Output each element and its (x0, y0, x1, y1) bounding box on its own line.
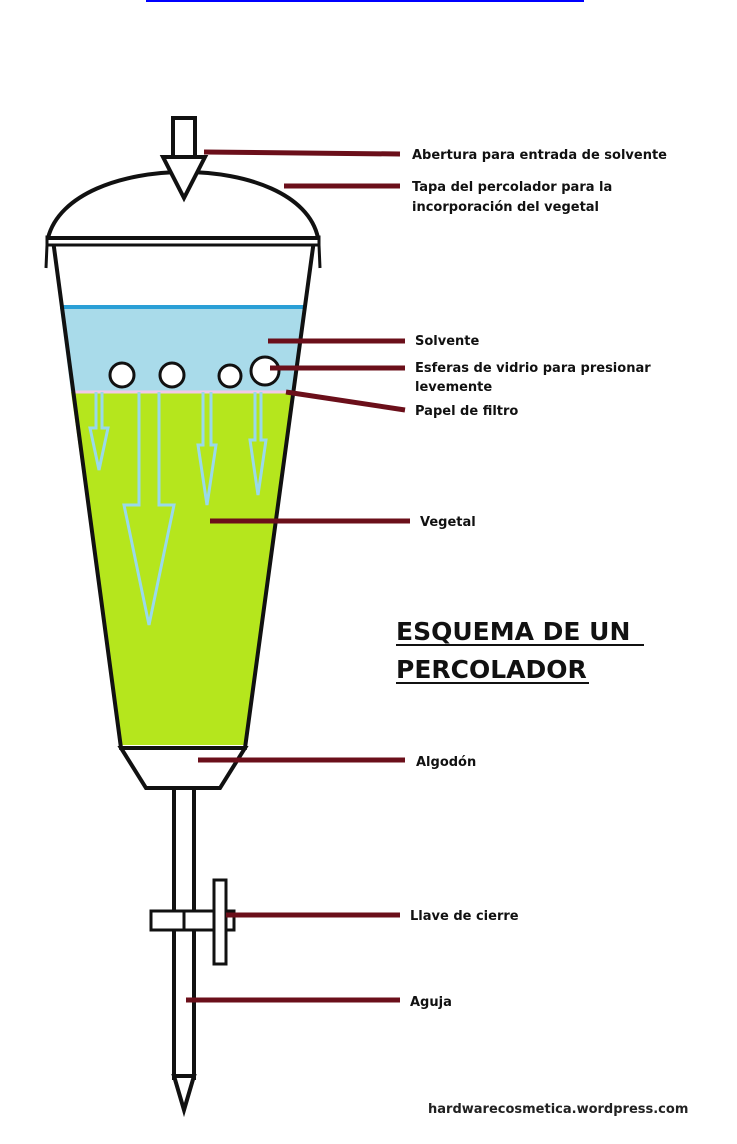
sphere-icon (251, 357, 279, 385)
percolator-vessel (46, 118, 320, 788)
heading-line1: ESQUEMA DE UN (396, 617, 630, 646)
outlet-stem (174, 788, 194, 1078)
inlet-tube-icon (173, 118, 195, 158)
label-spheres-line2: levemente (415, 380, 492, 395)
label-needle: Aguja (410, 995, 452, 1010)
cotton-plug (121, 748, 245, 788)
sphere-icon (160, 363, 184, 387)
outlet-assembly (151, 788, 234, 1110)
label-lid-line1: Tapa del percolador para la (412, 180, 612, 195)
callout-labels: Abertura para entrada de solvente Tapa d… (410, 148, 667, 1010)
label-stopcock: Llave de cierre (410, 909, 519, 924)
stopcock-handle (214, 880, 226, 964)
sphere-icon (110, 363, 134, 387)
label-spheres-line1: Esferas de vidrio para presionar (415, 361, 651, 376)
site-credit: hardwarecosmetica.wordpress.com (428, 1102, 688, 1117)
label-cotton: Algodón (416, 755, 476, 770)
label-filter-paper: Papel de filtro (415, 404, 518, 419)
label-solvent: Solvente (415, 334, 480, 349)
vessel-headspace (53, 250, 314, 308)
sphere-icon (219, 365, 241, 387)
heading-line2: PERCOLADOR (396, 655, 587, 684)
leader-line-filter (286, 392, 405, 410)
label-plant: Vegetal (420, 515, 476, 530)
needle-icon (174, 1076, 194, 1110)
diagram-heading: ESQUEMA DE UN PERCOLADOR (396, 617, 644, 684)
label-inlet: Abertura para entrada de solvente (412, 148, 667, 163)
leader-line-inlet (204, 152, 400, 154)
label-lid-line2: incorporación del vegetal (412, 200, 599, 215)
